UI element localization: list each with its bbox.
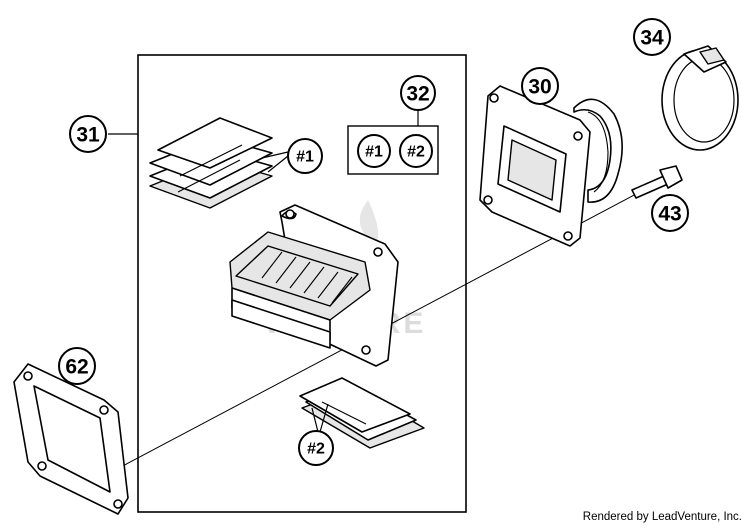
callout-30[interactable]: 30 — [521, 67, 559, 105]
reed-petals-top — [149, 117, 289, 209]
ref-marker-2-bottom-label: #2 — [307, 441, 325, 458]
callout-31-label: 31 — [76, 124, 100, 147]
callout-31[interactable]: 31 — [69, 115, 107, 153]
callout-30-label: 30 — [528, 76, 551, 99]
callout-43[interactable]: 43 — [651, 194, 689, 232]
callout-62[interactable]: 62 — [58, 347, 96, 385]
callout-32-label: 32 — [406, 83, 429, 106]
assembly-box-31 — [137, 54, 467, 513]
callout-62-label: 62 — [65, 356, 88, 379]
ref-marker-1-kit-label: #1 — [365, 144, 383, 161]
reed-petals-bottom — [299, 377, 425, 449]
callout-32[interactable]: 32 — [400, 75, 436, 111]
ref-marker-1-top[interactable]: #1 — [287, 138, 323, 174]
ref-marker-2-kit[interactable]: #2 — [399, 134, 433, 168]
part-30-intake-boot — [479, 85, 623, 247]
callout-43-label: 43 — [658, 203, 681, 226]
render-credit: Rendered by LeadVenture, Inc. — [582, 511, 742, 523]
part-34-hose-clamp — [661, 45, 739, 151]
ref-marker-1-top-label: #1 — [296, 149, 314, 166]
ref-marker-2-kit-label: #2 — [407, 144, 425, 161]
part-43-bolt — [631, 165, 683, 199]
reed-valve-body — [229, 204, 399, 367]
callout-34-label: 34 — [640, 27, 664, 50]
ref-marker-2-bottom[interactable]: #2 — [298, 430, 334, 466]
callout-34[interactable]: 34 — [633, 18, 671, 56]
ref-marker-1-kit[interactable]: #1 — [357, 134, 391, 168]
part-62-gasket — [13, 363, 129, 515]
